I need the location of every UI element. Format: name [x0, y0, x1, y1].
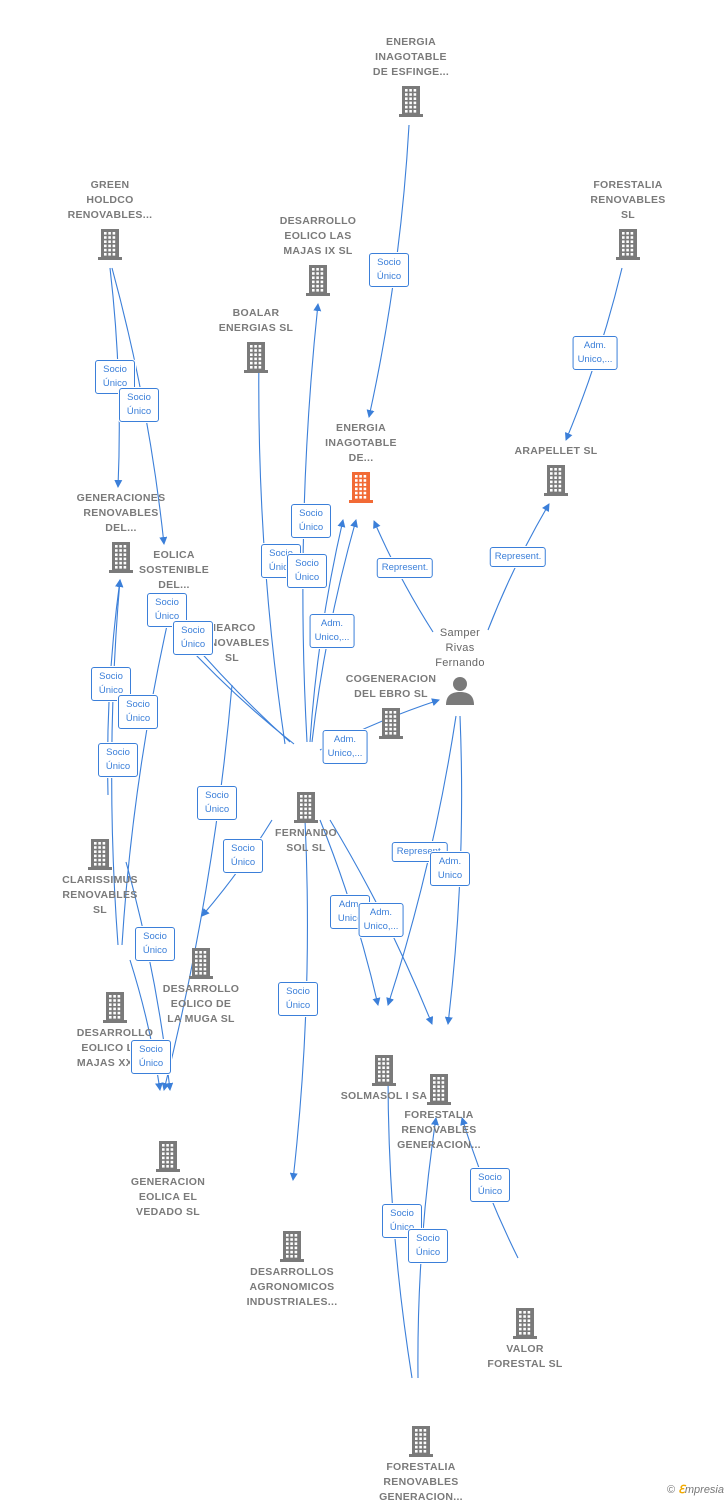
node-eolica-sost[interactable]: EOLICA SOSTENIBLE DEL...: [109, 548, 239, 593]
building-icon: [616, 229, 640, 260]
building-icon: [280, 1231, 304, 1262]
node-forestalia-sl[interactable]: FORESTALIA RENOVABLES SL: [563, 178, 693, 261]
building-icon: [372, 1055, 396, 1086]
node-green[interactable]: GREEN HOLDCO RENOVABLES...: [45, 178, 175, 261]
node-label: FORESTALIA RENOVABLES GENERACION...: [379, 1461, 463, 1503]
person-icon: [446, 677, 474, 705]
node-forestalia-gen2[interactable]: FORESTALIA RENOVABLES GENERACION...: [356, 1424, 486, 1505]
edge-majas_xxvi-to-eolica_sost: [121, 611, 173, 946]
relation-label[interactable]: Socio Único: [278, 982, 318, 1016]
relation-label[interactable]: Socio Único: [369, 253, 409, 287]
node-majas-xxvi[interactable]: DESARROLLO EOLICO LAS MAJAS XXVI...: [50, 990, 180, 1071]
node-label: FORESTALIA RENOVABLES SL: [590, 179, 666, 221]
relation-label[interactable]: Socio Único: [135, 927, 175, 961]
relation-label[interactable]: Socio Único: [118, 695, 158, 729]
building-icon: [379, 708, 403, 739]
node-label: ENERGIA INAGOTABLE DE...: [325, 422, 397, 464]
node-vedado[interactable]: GENERACION EOLICA EL VEDADO SL: [103, 1139, 233, 1220]
building-icon: [349, 472, 373, 503]
node-clarissimus[interactable]: CLARISSIMUS RENOVABLES SL: [35, 837, 165, 918]
node-label: NEARCO RENOVABLES SL: [194, 622, 270, 664]
relation-label[interactable]: Socio Único: [91, 667, 131, 701]
node-agronomicos[interactable]: DESARROLLOS AGRONOMICOS INDUSTRIALES...: [227, 1229, 357, 1310]
relation-label[interactable]: Adm. Unico,...: [572, 336, 618, 370]
building-icon: [244, 342, 268, 373]
relation-label[interactable]: Socio Único: [119, 388, 159, 422]
building-icon: [189, 948, 213, 979]
node-majas-ix[interactable]: DESARROLLO EOLICO LAS MAJAS IX SL: [253, 214, 383, 297]
building-icon: [294, 792, 318, 823]
node-label: FORESTALIA RENOVABLES GENERACION...: [397, 1109, 481, 1151]
building-icon: [409, 1426, 433, 1457]
node-label: GREEN HOLDCO RENOVABLES...: [67, 179, 153, 221]
node-label: DESARROLLOS AGRONOMICOS INDUSTRIALES...: [246, 1266, 338, 1308]
building-icon: [399, 86, 423, 117]
building-icon: [109, 542, 133, 573]
relation-label[interactable]: Adm. Unico,...: [358, 903, 404, 937]
copyright-symbol: ©: [666, 1484, 676, 1496]
relation-label[interactable]: Socio Único: [173, 621, 213, 655]
relation-label[interactable]: Socio Único: [197, 786, 237, 820]
node-samper[interactable]: Samper Rivas Fernando: [395, 626, 525, 705]
building-icon: [103, 992, 127, 1023]
node-label: BOALAR ENERGIAS SL: [218, 307, 294, 334]
relation-label[interactable]: Represent.: [376, 558, 434, 578]
edge-majas_xxvi-to-vedado: [129, 959, 163, 1091]
relation-label[interactable]: Adm. Unico: [430, 852, 470, 886]
node-label: SOLMASOL I SA: [340, 1090, 428, 1102]
empresia-logo-text: mpresia: [684, 1484, 724, 1496]
node-nearco[interactable]: NEARCO RENOVABLES SL: [167, 621, 297, 666]
relation-label[interactable]: Socio Único: [291, 504, 331, 538]
relation-label[interactable]: Socio Único: [223, 839, 263, 873]
relation-label[interactable]: Socio Único: [408, 1229, 448, 1263]
building-icon: [156, 1141, 180, 1172]
node-label: FERNANDO SOL SL: [275, 827, 337, 854]
relation-label[interactable]: Socio Único: [470, 1168, 510, 1202]
building-icon: [544, 465, 568, 496]
node-muga[interactable]: DESARROLLO EOLICO DE LA MUGA SL: [136, 946, 266, 1027]
node-label: COGENERACION DEL EBRO SL: [345, 673, 437, 700]
relation-label[interactable]: Socio Único: [382, 1204, 422, 1238]
node-label: Samper Rivas Fernando: [435, 627, 485, 669]
relation-label[interactable]: Socio Único: [98, 743, 138, 777]
node-label: ARAPELLET SL: [514, 445, 598, 457]
brand-footer[interactable]: © ℇmpresia: [667, 1483, 724, 1496]
node-boalar[interactable]: BOALAR ENERGIAS SL: [191, 306, 321, 374]
edge-fernando_sol-to-vedado: [161, 684, 233, 1091]
node-fernando-sol[interactable]: FERNANDO SOL SL: [241, 790, 371, 856]
building-icon: [306, 265, 330, 296]
empresia-logo-e: ℇ: [678, 1483, 685, 1496]
node-label: DESARROLLO EOLICO LAS MAJAS IX SL: [279, 215, 357, 257]
node-label: EOLICA SOSTENIBLE DEL...: [138, 549, 210, 591]
relation-label[interactable]: Socio Único: [287, 554, 327, 588]
node-generaciones[interactable]: GENERACIONES RENOVABLES DEL...: [56, 491, 186, 574]
building-icon: [427, 1074, 451, 1105]
relation-label[interactable]: Adm. Unico,...: [309, 614, 355, 648]
edge-samper-to-arapellet: [487, 503, 550, 631]
node-arapellet[interactable]: ARAPELLET SL: [491, 444, 621, 497]
node-esfinge[interactable]: ENERGIA INAGOTABLE DE ESFINGE...: [346, 35, 476, 118]
relation-label[interactable]: Socio Único: [131, 1040, 171, 1074]
node-label: GENERACIONES RENOVABLES DEL...: [76, 492, 166, 534]
node-label: GENERACION EOLICA EL VEDADO SL: [130, 1176, 206, 1218]
node-solmasol[interactable]: SOLMASOL I SA: [319, 1053, 449, 1104]
node-cogeneracion[interactable]: COGENERACION DEL EBRO SL: [326, 672, 456, 740]
node-label: ENERGIA INAGOTABLE DE ESFINGE...: [372, 36, 450, 78]
node-label: VALOR FORESTAL SL: [487, 1343, 563, 1370]
node-energia-de[interactable]: ENERGIA INAGOTABLE DE...: [296, 421, 426, 504]
node-label: CLARISSIMUS RENOVABLES SL: [62, 874, 138, 916]
building-icon: [513, 1308, 537, 1339]
building-icon: [88, 839, 112, 870]
node-label: DESARROLLO EOLICO DE LA MUGA SL: [162, 983, 240, 1025]
relation-label[interactable]: Adm. Unico,...: [322, 730, 368, 764]
building-icon: [98, 229, 122, 260]
node-valor[interactable]: VALOR FORESTAL SL: [460, 1306, 590, 1372]
relation-label[interactable]: Represent.: [489, 547, 547, 567]
node-forestalia-gen1[interactable]: FORESTALIA RENOVABLES GENERACION...: [374, 1072, 504, 1153]
